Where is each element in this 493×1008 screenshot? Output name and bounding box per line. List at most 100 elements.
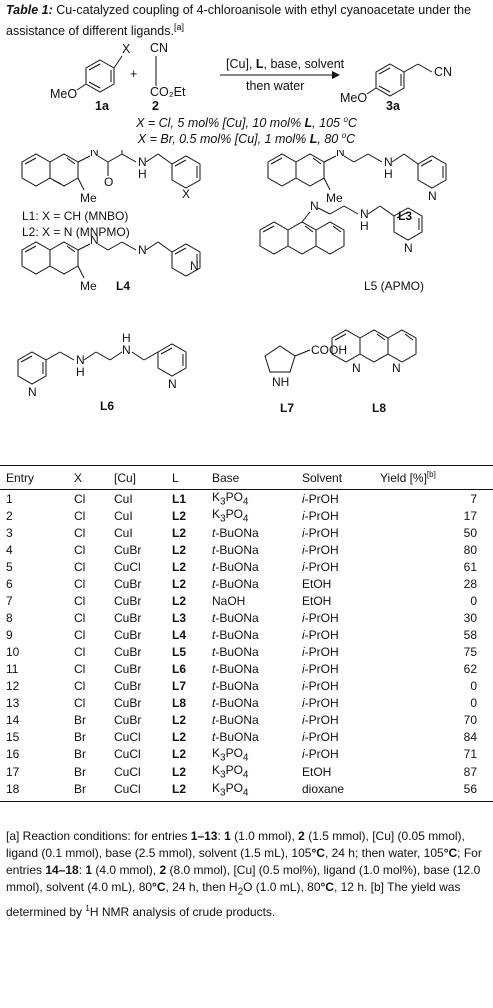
- cell-x: Br: [74, 713, 86, 728]
- l5-h2: H: [360, 219, 369, 233]
- cell-entry: 17: [6, 764, 20, 779]
- cell-x: Br: [74, 782, 86, 797]
- l3-label: L3: [398, 209, 412, 223]
- cell-base: t-BuONa: [212, 526, 259, 541]
- cell-base: t-BuONa: [212, 560, 259, 575]
- cell-x: Cl: [74, 526, 86, 541]
- reactant-1a-meo: MeO: [50, 87, 77, 101]
- cell-base: t-BuONa: [212, 611, 259, 626]
- arrow-bottom-text: then water: [246, 79, 304, 93]
- cell-entry: 3: [6, 526, 13, 541]
- cell-ligand: L6: [172, 662, 187, 677]
- cell-yield: 87: [463, 764, 477, 779]
- cell-entry: 16: [6, 747, 20, 762]
- product-meo: MeO: [340, 91, 367, 105]
- cell-base: t-BuONa: [212, 645, 259, 660]
- l1-label: L1: X = CH (MNBO): [22, 209, 128, 223]
- header-entry: Entry: [0, 465, 68, 490]
- cell-x: Cl: [74, 491, 86, 506]
- cell-ligand: L2: [172, 782, 187, 797]
- l1-o1: O: [104, 175, 113, 189]
- cell-solvent: i-PrOH: [302, 679, 339, 694]
- cell-cu: CuCl: [114, 560, 141, 575]
- condition-line-cl: X = Cl, 5 mol% [Cu], 10 mol% L, 105 oC: [136, 115, 357, 131]
- l3-me: Me: [326, 191, 343, 205]
- cell-entry: 15: [6, 730, 20, 745]
- cell-entry: 12: [6, 679, 20, 694]
- cell-solvent: i-PrOH: [302, 696, 339, 711]
- cell-cu: CuBr: [114, 577, 142, 592]
- cell-solvent: i-PrOH: [302, 526, 339, 541]
- table-footnote: [a] Reaction conditions: for entries 1–1…: [6, 829, 482, 920]
- cell-ligand: L2: [172, 526, 187, 541]
- cell-entry: 5: [6, 560, 13, 575]
- cell-solvent: i-PrOH: [302, 611, 339, 626]
- cell-base: t-BuONa: [212, 696, 259, 711]
- cell-x: Cl: [74, 645, 86, 660]
- l3-h2: H: [384, 167, 393, 181]
- cell-cu: CuCl: [114, 747, 141, 762]
- cell-base: t-BuONa: [212, 543, 259, 558]
- cell-cu: CuI: [114, 491, 133, 506]
- cell-cu: CuBr: [114, 628, 142, 643]
- cell-base: t-BuONa: [212, 730, 259, 745]
- cell-x: Cl: [74, 679, 86, 694]
- plus-sign: +: [130, 67, 137, 81]
- cell-base: K3PO4: [212, 745, 249, 764]
- header-x: X: [68, 465, 108, 490]
- l6-n2: N: [122, 343, 131, 357]
- l1-ring-x: X: [182, 187, 190, 201]
- l8-label: L8: [372, 401, 386, 415]
- product-cn: CN: [434, 65, 452, 79]
- cell-x: Br: [74, 747, 86, 762]
- cell-entry: 9: [6, 628, 13, 643]
- caption-text: Cu-catalyzed coupling of 4-chloroanisole…: [6, 3, 472, 39]
- header-yield: Yield [%][b]: [376, 465, 493, 490]
- table-header-row: Entry X [Cu] L Base Solvent Yield [%][b]: [0, 465, 493, 490]
- cell-entry: 18: [6, 782, 20, 797]
- cell-solvent: EtOH: [302, 577, 332, 592]
- l4-n2: N: [138, 243, 147, 257]
- l6-n1: N: [76, 353, 85, 367]
- cell-solvent: i-PrOH: [302, 713, 339, 728]
- cell-ligand: L2: [172, 509, 187, 524]
- cell-entry: 13: [6, 696, 20, 711]
- l5-n2: N: [360, 207, 369, 221]
- cell-cu: CuBr: [114, 662, 142, 677]
- cell-yield: 80: [463, 543, 477, 558]
- cell-cu: CuBr: [114, 679, 142, 694]
- cell-base: t-BuONa: [212, 662, 259, 677]
- cell-solvent: i-PrOH: [302, 560, 339, 575]
- cell-yield: 58: [463, 628, 477, 643]
- cell-base: NaOH: [212, 594, 246, 609]
- cell-base: K3PO4: [212, 780, 249, 798]
- cell-entry: 6: [6, 577, 13, 592]
- cell-ligand: L2: [172, 594, 187, 609]
- l4-n1: N: [90, 233, 99, 247]
- cell-cu: CuBr: [114, 611, 142, 626]
- reactant-1a-label: 1a: [95, 99, 110, 110]
- cell-x: Br: [74, 730, 86, 745]
- l7-label: L7: [280, 401, 294, 415]
- l3-n2: N: [384, 155, 393, 169]
- header-base: Base: [206, 465, 296, 490]
- cell-entry: 10: [6, 645, 20, 660]
- cell-yield: 7: [470, 491, 477, 506]
- reactant-1a-ring: [85, 59, 115, 93]
- table-caption: Table 1: Cu-catalyzed coupling of 4-chlo…: [6, 2, 488, 40]
- l6-h2: H: [122, 331, 131, 345]
- cell-ligand: L3: [172, 611, 187, 626]
- cell-x: Cl: [74, 611, 86, 626]
- header-cu: [Cu]: [108, 465, 166, 490]
- l1-nh-n: N: [90, 150, 99, 159]
